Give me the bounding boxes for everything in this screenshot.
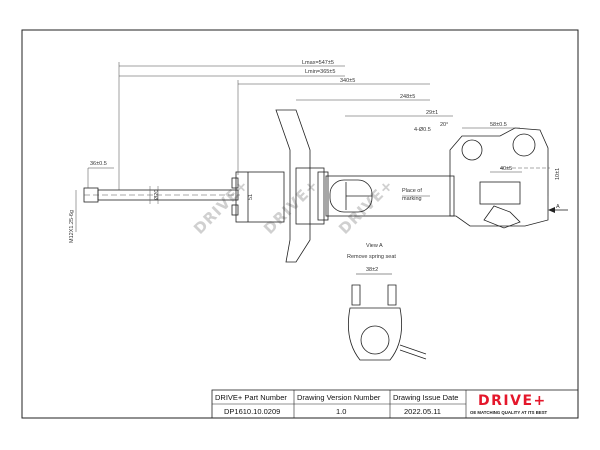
value-drawing-version: 1.0: [336, 407, 346, 416]
dim-36: 36±0.5: [90, 161, 107, 167]
dim-20: Ø20: [154, 190, 160, 200]
sub-dim: 38±2: [366, 267, 378, 273]
damper-tube: [325, 175, 455, 217]
dimension-lines: [75, 62, 549, 232]
drive-plus-logo: DRIVE+: [478, 393, 547, 409]
logo-tagline: OE MATCHING QUALITY AT ITS BEST: [470, 410, 548, 415]
dust-cover: [235, 171, 285, 223]
header-part-number: DRIVE+ Part Number: [215, 393, 287, 402]
value-issue-date: 2022.05.11: [404, 407, 441, 416]
header-drawing-version: Drawing Version Number: [297, 393, 381, 402]
piston-rod: [97, 189, 239, 201]
dim-angle: 20°: [440, 122, 448, 128]
watermark-3: DRIVE+: [335, 176, 397, 238]
watermark-2: DRIVE+: [260, 176, 322, 238]
place-of-marking-line1: Place of: [402, 188, 422, 194]
view-a-bore: [360, 325, 390, 355]
dim-lmax: Lmax=547±5: [302, 60, 334, 66]
title-block: DRIVE+ Part Number Drawing Version Numbe…: [211, 389, 579, 419]
dim-40: 40±5: [500, 166, 512, 172]
dim-lmin: Lmin=365±5: [305, 69, 335, 75]
watermarks: DRIVE+ DRIVE+ DRIVE+: [190, 176, 397, 238]
view-a-clamp: [347, 307, 403, 361]
dim-29: 29±1: [426, 110, 438, 116]
dim-340: 340±5: [340, 78, 355, 84]
place-of-marking-line2: marking: [402, 196, 422, 202]
dim-58: 58±0.5: [490, 122, 507, 128]
header-issue-date: Drawing Issue Date: [393, 393, 458, 402]
dimension-texts: Lmax=547±5 Lmin=365±5 340±5 248±5 29±1 5…: [69, 60, 561, 243]
bracket-hole-top: [461, 139, 483, 161]
view-a-marker: A: [556, 204, 560, 210]
remove-spring-seat-label: Remove spring seat: [347, 254, 396, 260]
dim-thread: M12X1.25-6g: [69, 210, 75, 243]
view-a-label: View A: [366, 243, 383, 249]
spring-seat: [275, 109, 311, 263]
view-a-detail: View A Remove spring seat 38±2: [347, 243, 427, 361]
shock-absorber: [83, 109, 568, 263]
value-part-number: DP1610.10.0209: [224, 407, 280, 416]
dim-51: 51: [248, 194, 254, 200]
dim-248: 248±5: [400, 94, 415, 100]
dim-48: 4-Ø0.5: [414, 127, 431, 133]
dim-10: 10±1: [555, 168, 561, 180]
watermark-1: DRIVE+: [190, 176, 252, 238]
